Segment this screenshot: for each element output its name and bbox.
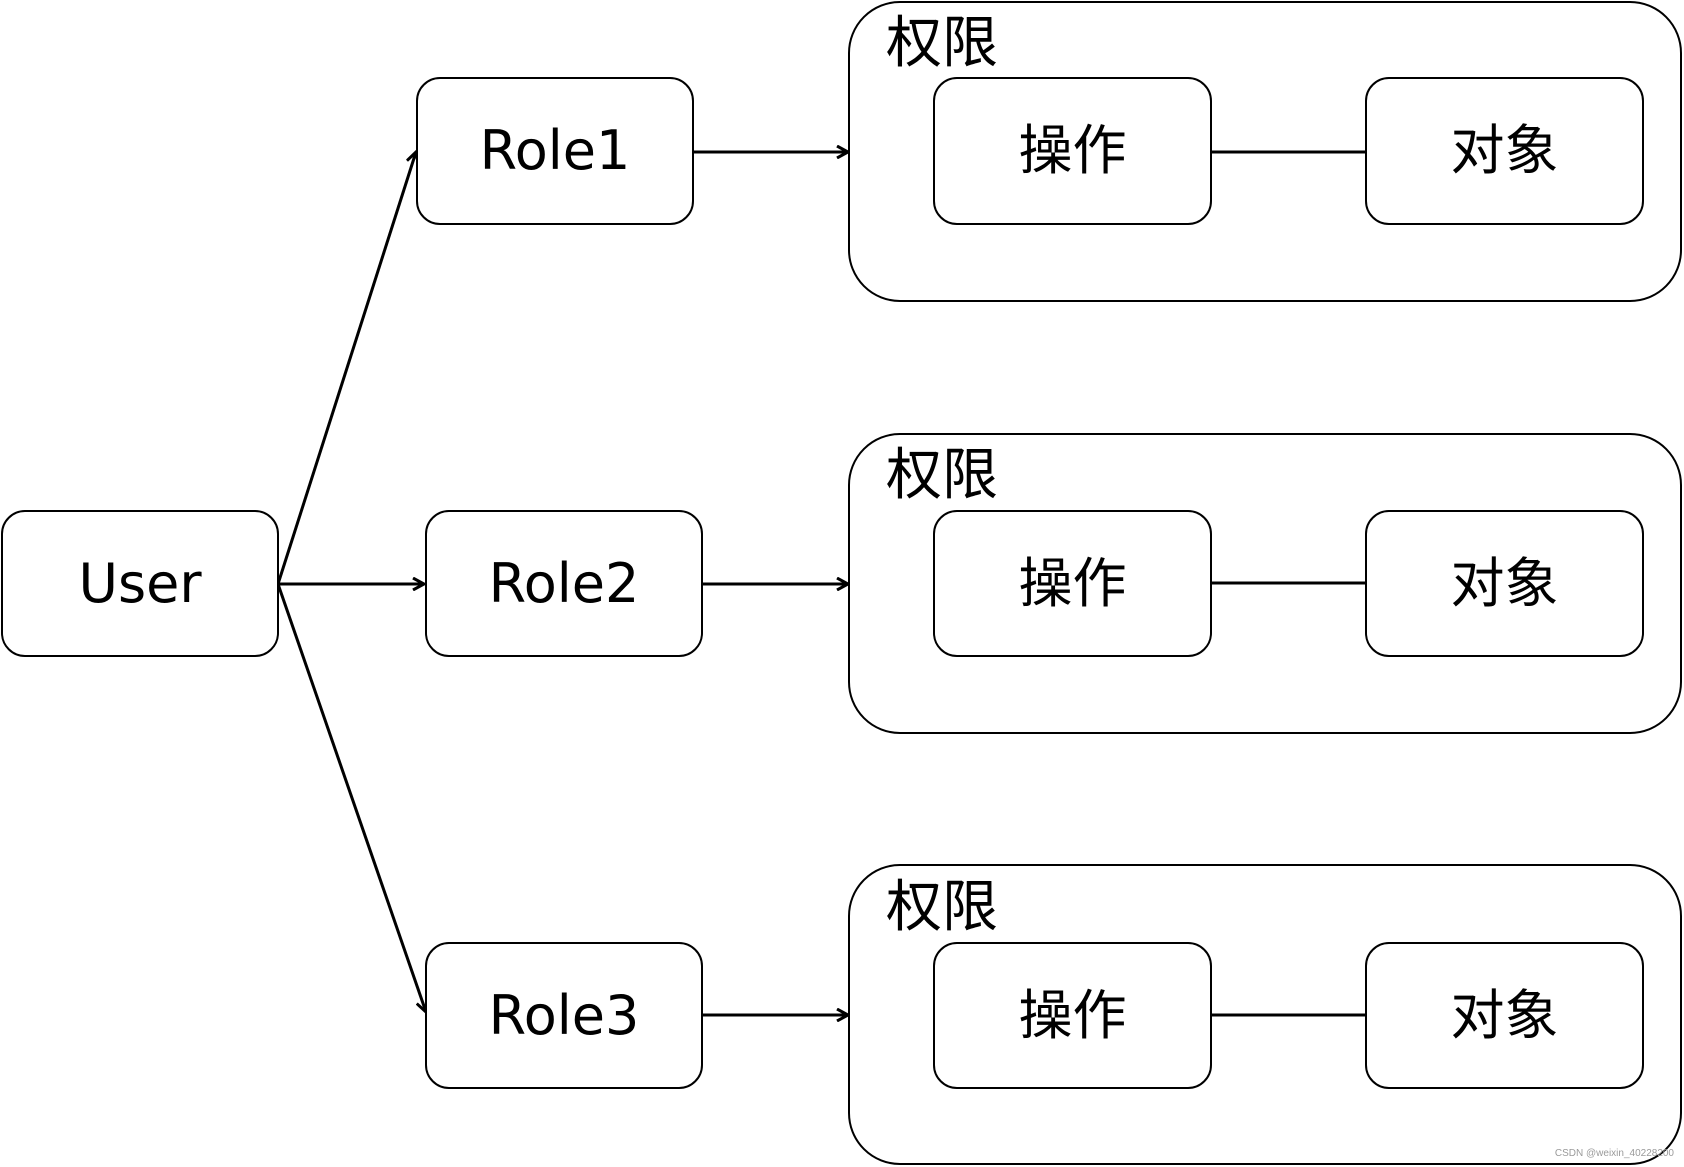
role3-label: Role3: [488, 983, 640, 1047]
arrow-user-to-role1: [276, 152, 416, 585]
object-label-1: 对象: [1450, 119, 1559, 182]
role1-label: Role1: [479, 119, 631, 182]
arrow-user-to-role3: [276, 583, 426, 1012]
operation-node-1: 操作: [933, 77, 1212, 225]
permission-title-1: 权限: [886, 11, 998, 76]
operation-label-1: 操作: [1018, 119, 1127, 182]
object-label-3: 对象: [1450, 983, 1559, 1047]
permission-title-3: 权限: [886, 875, 998, 940]
operation-node-3: 操作: [933, 942, 1212, 1089]
role2-label: Role2: [488, 551, 640, 615]
watermark: CSDN @weixin_40228200: [1554, 1148, 1674, 1159]
operation-label-2: 操作: [1018, 551, 1127, 615]
operation-label-3: 操作: [1018, 983, 1127, 1047]
object-node-1: 对象: [1365, 77, 1644, 225]
role1-node: Role1: [416, 77, 694, 225]
permission-group-2: [848, 433, 1682, 734]
operation-node-2: 操作: [933, 510, 1212, 657]
role2-node: Role2: [425, 510, 703, 657]
object-node-2: 对象: [1365, 510, 1644, 657]
role3-node: Role3: [425, 942, 703, 1089]
object-label-2: 对象: [1450, 551, 1559, 615]
permission-group-1: [848, 1, 1682, 302]
user-node: User: [1, 510, 279, 657]
permission-title-2: 权限: [886, 443, 998, 508]
permission-group-3: [848, 864, 1682, 1165]
object-node-3: 对象: [1365, 942, 1644, 1089]
user-label: User: [78, 551, 202, 615]
